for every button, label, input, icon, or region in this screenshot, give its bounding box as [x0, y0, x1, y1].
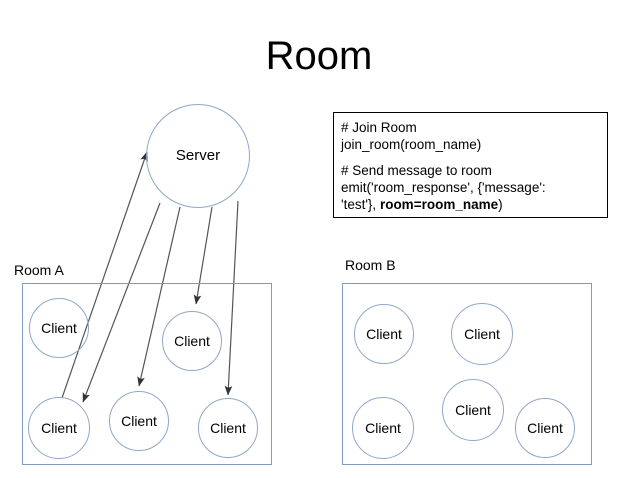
node-client-label: Client: [121, 413, 157, 429]
node-server[interactable]: Server: [146, 104, 250, 208]
node-client-label: Client: [455, 402, 491, 418]
node-client[interactable]: Client: [352, 397, 414, 459]
code-line: emit('room_response', {'message':: [341, 180, 546, 195]
node-client-label: Client: [464, 326, 500, 342]
node-client-label: Client: [365, 420, 401, 436]
node-client-label: Client: [527, 420, 563, 436]
node-client[interactable]: Client: [162, 311, 222, 371]
room-b-label: Room B: [345, 257, 396, 273]
node-client-label: Client: [41, 320, 77, 336]
code-line: [341, 153, 607, 162]
code-note-box: # Join Room join_room(room_name) # Send m…: [333, 112, 608, 218]
node-client[interactable]: Client: [515, 398, 575, 458]
node-client-label: Client: [41, 420, 77, 436]
room-a-box: [22, 283, 272, 465]
node-client[interactable]: Client: [354, 304, 414, 364]
node-client-label: Client: [174, 333, 210, 349]
code-line: # Send message to room: [341, 163, 492, 178]
code-line: 'test'}, room=room_name): [341, 197, 503, 212]
node-client[interactable]: Client: [28, 397, 90, 459]
node-client[interactable]: Client: [442, 379, 504, 441]
code-line: join_room(room_name): [341, 137, 482, 152]
node-client-label: Client: [366, 326, 402, 342]
node-client[interactable]: Client: [198, 398, 258, 458]
code-note-text: # Join Room join_room(room_name) # Send m…: [341, 119, 607, 213]
node-client-label: Client: [210, 420, 246, 436]
node-client[interactable]: Client: [109, 391, 169, 451]
node-client[interactable]: Client: [451, 303, 513, 365]
room-a-label: Room A: [14, 262, 64, 278]
code-emphasis: room=room_name: [379, 197, 499, 212]
page-title: Room: [265, 34, 373, 78]
code-line: # Join Room: [341, 120, 417, 135]
node-server-label: Server: [175, 147, 221, 164]
node-client[interactable]: Client: [29, 298, 89, 358]
room-b-box: [342, 283, 592, 465]
